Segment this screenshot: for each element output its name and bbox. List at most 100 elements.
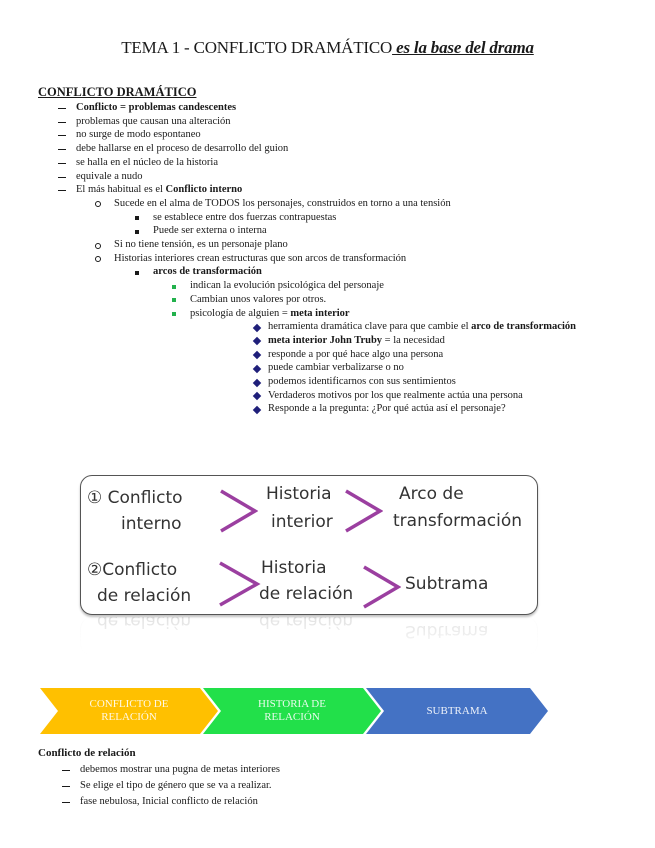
- list-item-text: arco de transformación: [471, 321, 576, 333]
- diagram-row2-step1-line2: de relación: [97, 586, 192, 606]
- number-two-icon: ②: [87, 560, 103, 580]
- list-item-text: problemas que causan una alteración: [76, 115, 231, 127]
- dash-bullet-icon: [58, 102, 66, 116]
- list-item: se establece entre dos fuerzas contrapue…: [153, 211, 336, 225]
- chevron-shape: [203, 688, 381, 734]
- chevron-right-icon: [363, 565, 401, 609]
- dash-bullet-icon: [58, 143, 66, 157]
- list-item: Sucede en el alma de TODOS los personaje…: [114, 197, 451, 211]
- list-item: herramienta dramática clave para que cam…: [268, 320, 576, 334]
- list-item-text: = la necesidad: [382, 334, 445, 346]
- diamond-bullet-icon: [252, 390, 262, 404]
- diagram-row1-step2: Historia: [266, 484, 332, 504]
- list-item-text: se establece entre dos fuerzas contrapue…: [153, 211, 337, 223]
- diamond-bullet-icon: [252, 350, 262, 360]
- list-item-text: herramienta dramática clave para que cam…: [268, 321, 472, 333]
- chevron-right-icon: [220, 489, 258, 533]
- list-item: equivale a nudo: [76, 170, 142, 184]
- diamond-bullet-icon: [252, 364, 262, 374]
- circle-bullet-icon: [95, 256, 101, 263]
- list-item: problemas que causan una alteración: [76, 115, 231, 129]
- section-heading-conflicto-dramatico: CONFLICTO DRAMÁTICO: [38, 85, 197, 99]
- list-item: podemos identificarnos con sus sentimien…: [268, 375, 456, 389]
- circle-bullet-icon: [95, 239, 101, 253]
- dash-bullet-icon: [58, 149, 66, 151]
- diamond-bullet-icon: [252, 321, 262, 335]
- circle-bullet-icon: [95, 198, 101, 212]
- dash-bullet-icon: [58, 121, 66, 123]
- list-item: Responde a la pregunta: ¿Por qué actúa a…: [268, 402, 506, 416]
- list-item: Puede ser externa o interna: [153, 224, 267, 238]
- list-item-text: El más habitual es el: [76, 184, 166, 196]
- dash-bullet-icon: [58, 190, 66, 192]
- diamond-bullet-icon: [252, 362, 262, 376]
- chevron-right-icon: [219, 561, 261, 607]
- circle-bullet-icon: [95, 242, 101, 249]
- green-square-bullet-icon: [172, 312, 176, 317]
- diagram-row1-step3-line2: transformación: [393, 511, 523, 531]
- list-item-text: psicología de alguien =: [190, 307, 291, 319]
- title-subtitle: es la base del drama: [392, 38, 534, 57]
- list-item-text: meta interior: [290, 307, 350, 319]
- list-item: Conflicto = problemas candescentes: [76, 101, 236, 115]
- list-item: puede cambiar verbalizarse o no: [268, 361, 404, 375]
- list-item: indican la evolución psicológica del per…: [190, 279, 384, 293]
- diamond-bullet-icon: [252, 405, 262, 415]
- square-bullet-icon: [135, 229, 139, 234]
- diamond-bullet-icon: [252, 337, 262, 346]
- diamond-bullet-icon: [252, 376, 262, 390]
- list-item-text: Si no tiene tensión, es un personaje pla…: [114, 239, 288, 250]
- circle-bullet-icon: [95, 253, 101, 267]
- reflection-text: Subtrama: [405, 621, 489, 641]
- diagram-reflection: de relación de relación Subtrama: [80, 617, 538, 656]
- circle-bullet-icon: [95, 201, 101, 208]
- dash-bullet-icon: [58, 171, 66, 185]
- dash-bullet-icon: [62, 796, 70, 810]
- dash-bullet-icon: [58, 135, 66, 137]
- list-item-text: podemos identificarnos con sus sentimien…: [268, 376, 456, 387]
- chevron-right-icon: [345, 489, 383, 533]
- reflection-text: de relación: [97, 617, 192, 631]
- list-item-text: meta interior John Truby: [268, 334, 383, 346]
- diagram-row2-step2: Historia: [261, 558, 327, 578]
- diagram-row1-step1-line2: interno: [121, 514, 182, 534]
- diamond-bullet-icon: [252, 403, 262, 417]
- green-square-bullet-icon: [172, 298, 176, 303]
- list-item-text: Conflicto = problemas candescentes: [76, 102, 237, 113]
- list-item-text: arcos de transformación: [153, 266, 262, 278]
- list-item-text: Historias interiores crean estructuras q…: [114, 252, 407, 264]
- section-heading-conflicto-de-relacion: Conflicto de relación: [38, 747, 136, 759]
- dash-bullet-icon: [58, 162, 66, 164]
- dash-bullet-icon: [62, 780, 70, 794]
- list-item: fase nebulosa, Inicial conflicto de rela…: [80, 796, 258, 807]
- list-item-text: responde a por qué hace algo una persona: [268, 348, 444, 360]
- diagram-row1-step3: Arco de: [399, 484, 464, 504]
- list-item: Verdaderos motivos por los que realmente…: [268, 389, 523, 403]
- chevron-shape: [366, 688, 548, 734]
- list-item-text: Verdaderos motivos por los que realmente…: [268, 389, 523, 401]
- list-item-text: no surge de modo espontaneo: [76, 129, 201, 141]
- list-item-text: puede cambiar verbalizarse o no: [268, 362, 404, 374]
- list-item: Se elige el tipo de género que se va a r…: [80, 780, 272, 791]
- chevron-shape: [40, 688, 218, 734]
- list-item: meta interior John Truby = la necesidad: [268, 334, 445, 348]
- green-square-bullet-icon: [172, 284, 176, 289]
- list-item-text: equivale a nudo: [76, 170, 143, 182]
- diagram-row1-step2-line2: interior: [271, 512, 333, 532]
- diamond-bullet-icon: [252, 392, 262, 401]
- square-bullet-icon: [135, 216, 139, 221]
- process-step-label: SUBTRAMA: [426, 704, 488, 717]
- process-step-subtrama: SUBTRAMA: [366, 688, 548, 734]
- list-item-text: Cambian unos valores por otros.: [190, 293, 327, 305]
- diamond-bullet-icon: [252, 349, 262, 363]
- diamond-bullet-icon: [252, 323, 262, 333]
- reflection-text: de relación: [259, 617, 354, 631]
- list-item-text: Puede ser externa o interna: [153, 225, 267, 237]
- list-item: debe hallarse en el proceso de desarroll…: [76, 142, 288, 156]
- list-item: Si no tiene tensión, es un personaje pla…: [114, 238, 288, 252]
- green-square-bullet-icon: [172, 280, 176, 294]
- dash-bullet-icon: [58, 184, 66, 198]
